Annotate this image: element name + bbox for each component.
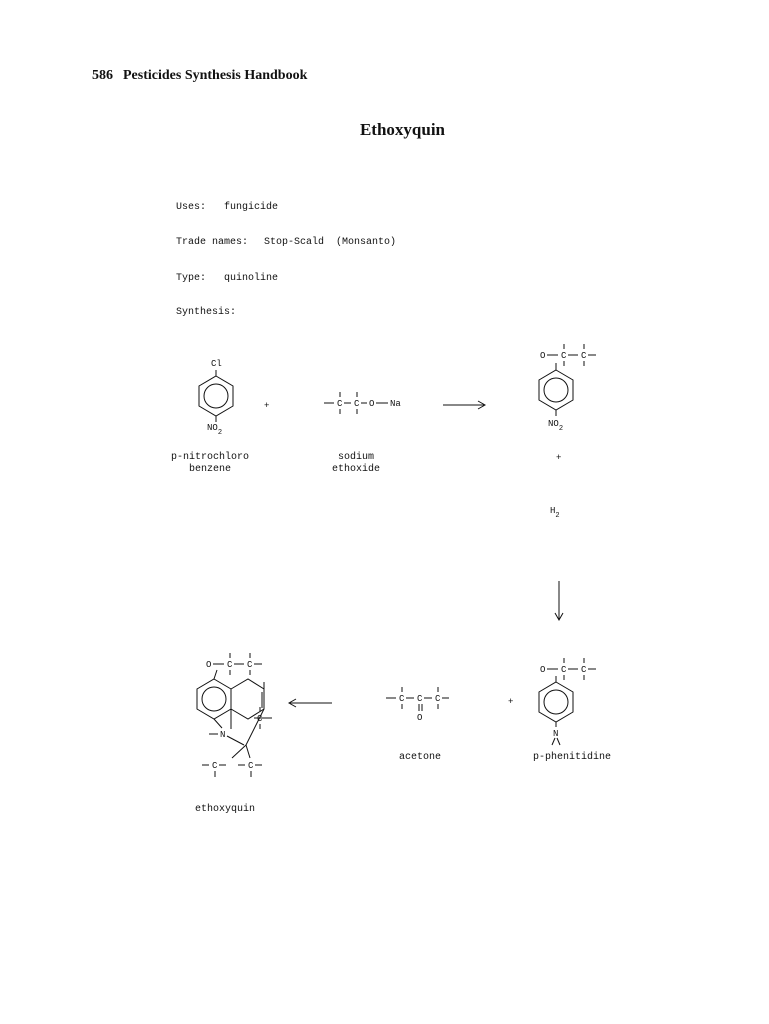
uses-row: Uses: fungicide: [176, 202, 278, 213]
svg-text:C: C: [417, 694, 423, 704]
svg-text:N: N: [553, 729, 558, 739]
type-row: Type: quinoline: [176, 273, 278, 284]
svg-text:C: C: [435, 694, 441, 704]
uses-value: fungicide: [224, 202, 279, 213]
caption-ethoxyquin: ethoxyquin: [194, 804, 255, 815]
page-number: 586: [92, 68, 113, 83]
svg-text:C: C: [337, 399, 343, 409]
svg-text:C: C: [212, 761, 218, 771]
ethoxyquin-structure: O C C N C C C: [196, 653, 272, 777]
p-phenitidine-structure: O C C N: [538, 658, 596, 746]
running-head: 586 Pesticides Synthesis Handbook: [92, 68, 307, 84]
svg-text:N: N: [220, 730, 225, 740]
svg-text:C: C: [257, 714, 263, 724]
reaction-arrow-down: [554, 581, 564, 622]
caption-p-phenitidine: p-phenitidine: [532, 752, 611, 763]
trade-names-row: Trade names: Stop-Scald (Monsanto): [176, 237, 396, 248]
svg-text:C: C: [248, 761, 254, 771]
p-nitrochlorobenzene-structure: Cl NO2: [198, 359, 234, 437]
plus-1: +: [264, 401, 269, 411]
p-nitrophenetole-structure: O C C NO2: [538, 344, 596, 433]
compound-title: Ethoxyquin: [359, 120, 446, 139]
uses-label: Uses:: [176, 202, 207, 213]
type-value: quinoline: [224, 273, 279, 284]
synthesis-label: Synthesis:: [176, 307, 237, 318]
svg-text:C: C: [227, 660, 233, 670]
book-title: Pesticides Synthesis Handbook: [123, 68, 308, 83]
trade-names-value: Stop-Scald: [264, 237, 325, 248]
trade-names-label: Trade names:: [176, 237, 249, 248]
hydrogen-reagent: H2: [550, 506, 560, 520]
svg-text:NO2: NO2: [548, 419, 563, 433]
sodium-ethoxide-structure: C C O Na: [324, 392, 401, 414]
svg-text:O: O: [540, 665, 545, 675]
svg-text:C: C: [561, 351, 567, 361]
svg-text:O: O: [417, 713, 422, 723]
caption-sodium-ethoxide: sodium ethoxide: [331, 452, 380, 475]
reaction-arrow-left: [287, 698, 332, 708]
svg-text:C: C: [581, 665, 587, 675]
svg-text:C: C: [561, 665, 567, 675]
svg-text:C: C: [354, 399, 360, 409]
svg-text:O: O: [369, 399, 374, 409]
type-label: Type:: [176, 273, 207, 284]
svg-text:Cl: Cl: [211, 359, 222, 369]
plus-3: +: [508, 697, 513, 707]
svg-text:O: O: [206, 660, 211, 670]
svg-text:C: C: [247, 660, 253, 670]
trade-names-company: (Monsanto): [336, 237, 397, 248]
svg-text:C: C: [581, 351, 587, 361]
reaction-arrow-right: [443, 400, 487, 410]
caption-p-nitrochlorobenzene: p-nitrochloro benzene: [170, 452, 249, 475]
plus-2: +: [556, 453, 561, 463]
caption-acetone: acetone: [398, 752, 441, 763]
acetone-structure: C C O C: [386, 687, 449, 723]
svg-text:C: C: [399, 694, 405, 704]
svg-text:O: O: [540, 351, 545, 361]
svg-text:NO2: NO2: [207, 423, 222, 437]
svg-text:Na: Na: [390, 399, 401, 409]
